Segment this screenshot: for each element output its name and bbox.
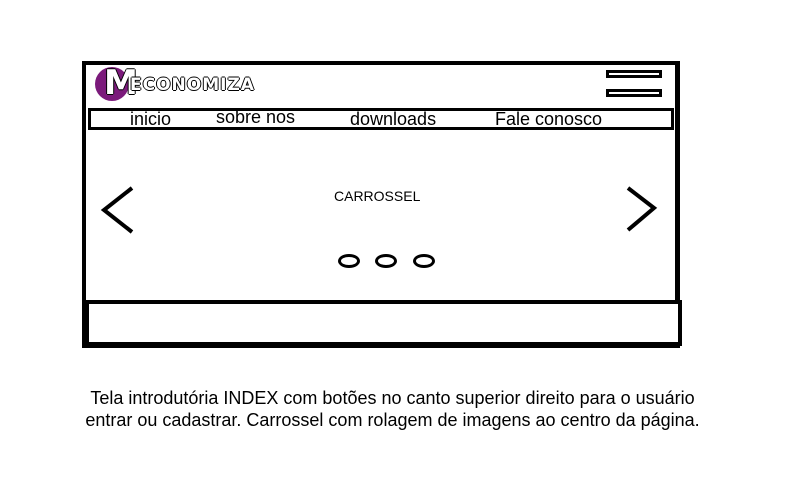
logo-icon	[95, 67, 129, 101]
signup-button[interactable]	[606, 89, 662, 97]
nav-item-fale-conosco[interactable]: Fale conosco	[495, 109, 603, 129]
logo-initial: M	[104, 63, 138, 103]
carousel-indicator[interactable]	[413, 254, 435, 268]
nav-item-downloads[interactable]: downloads	[350, 109, 437, 129]
caption-line-2: entrar ou cadastrar. Carrossel com rolag…	[85, 410, 700, 430]
login-button[interactable]	[606, 70, 662, 78]
caption-line-1: Tela introdutória INDEX com botões no ca…	[90, 388, 695, 408]
chevron-right-icon[interactable]	[624, 186, 660, 234]
chevron-left-icon[interactable]	[100, 186, 136, 234]
footer	[85, 300, 682, 346]
carousel-indicator[interactable]	[338, 254, 360, 268]
carousel-label: CARROSSEL	[334, 188, 421, 204]
logo-text: ECONOMIZA	[130, 75, 255, 95]
nav-bar	[88, 108, 674, 130]
carousel-indicator[interactable]	[375, 254, 397, 268]
nav-item-sobre-nos[interactable]: sobre nos	[216, 107, 296, 127]
nav-item-inicio[interactable]: inicio	[130, 109, 172, 129]
